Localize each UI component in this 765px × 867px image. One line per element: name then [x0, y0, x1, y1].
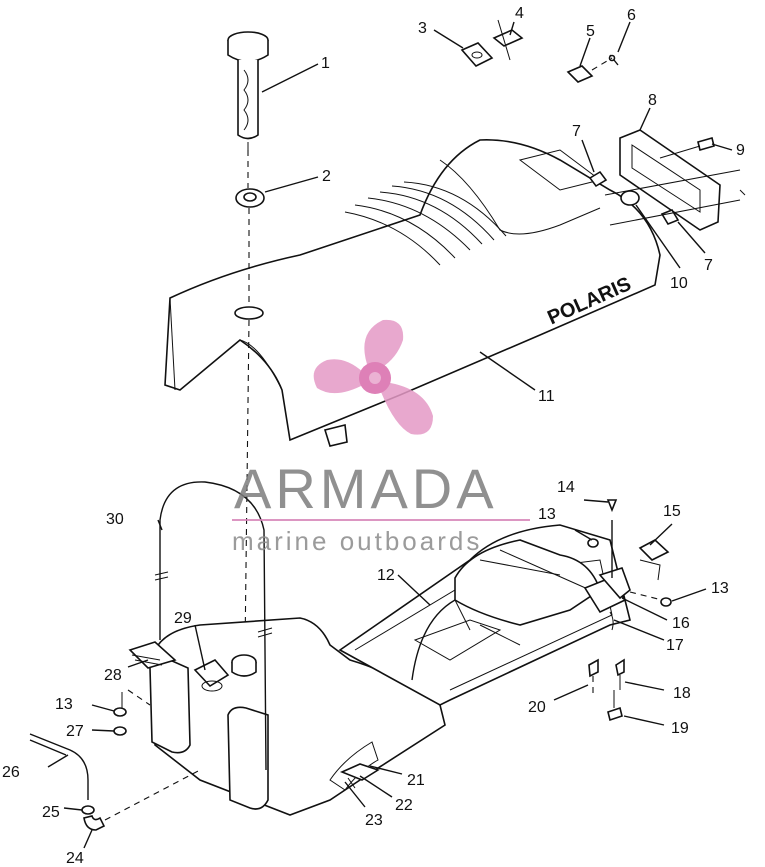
elbow-24: [83, 815, 106, 831]
screw-19: [607, 690, 623, 722]
seat-mount-tab: [323, 424, 348, 447]
spring-17: [609, 520, 614, 631]
callout: 7: [572, 123, 581, 140]
callout: 4: [515, 5, 524, 22]
clamp-29: [193, 659, 230, 692]
bolt-9: [659, 137, 746, 196]
callout: 30: [106, 511, 124, 528]
grommet: [235, 188, 265, 208]
callout: 20: [528, 699, 546, 716]
callout: 29: [174, 610, 192, 627]
fuel-tank-assembly: [149, 524, 631, 816]
callout: 28: [104, 667, 122, 684]
callout: 16: [672, 615, 690, 632]
seat-assembly: POLARIS: [164, 139, 661, 447]
callout: 18: [673, 685, 691, 702]
pin-20: [588, 658, 599, 695]
propeller-logo-icon: [313, 319, 433, 435]
callout: 13: [55, 696, 73, 713]
plate-3: [460, 42, 494, 67]
leader-lines: [47, 21, 733, 849]
washer-13-left: [113, 692, 127, 717]
callout: 3: [418, 20, 427, 37]
right-pad: [227, 706, 269, 810]
nut-27: [113, 726, 127, 736]
callout: 1: [321, 55, 330, 72]
callout: 11: [538, 388, 555, 405]
callout: 9: [736, 142, 745, 159]
callout: 26: [2, 764, 20, 781]
washer-13-top: [587, 538, 599, 548]
callout: 22: [395, 797, 413, 814]
left-pad: [149, 658, 191, 754]
callout: 27: [66, 723, 84, 740]
pin-18: [615, 658, 625, 690]
callout: 8: [648, 92, 657, 109]
front-clip: [339, 763, 380, 789]
callout: 25: [42, 804, 60, 821]
pin-7a: [588, 170, 608, 188]
vent-tube: [159, 481, 267, 771]
callout: 17: [666, 637, 684, 654]
clamp-25: [81, 805, 95, 815]
callout: 21: [407, 772, 425, 789]
watermark-title: ARMADA: [234, 457, 498, 520]
tray-liner: [454, 539, 601, 626]
bushing-10: [620, 190, 640, 206]
washer-13-right: [660, 597, 672, 607]
fuel-cap: [227, 31, 269, 150]
callout: 23: [365, 812, 383, 829]
callout-labels: 1 2 3 4 5 6 7 8 9 7 10 11 12 13 14 15 13…: [2, 5, 745, 867]
cable-12: [411, 599, 456, 681]
bracket-15: [638, 539, 670, 581]
callout: 13: [538, 506, 556, 523]
fuel-line-26: [29, 733, 89, 800]
screw-6: [608, 54, 619, 66]
latch-16: [583, 567, 631, 614]
callout: 15: [663, 503, 681, 520]
pin-7b: [660, 209, 680, 225]
callout: 7: [704, 257, 713, 274]
callout: 6: [627, 7, 636, 24]
callout: 12: [377, 567, 395, 584]
watermark-subtitle: marine outboards: [232, 526, 482, 556]
callout: 5: [586, 23, 595, 40]
callout: 19: [671, 720, 689, 737]
callout: 24: [66, 850, 84, 867]
plate-4: [492, 19, 524, 61]
callout: 10: [670, 275, 688, 292]
seat-ribs: [344, 181, 507, 266]
callout: 14: [557, 479, 575, 496]
watermark: ARMADA marine outboards: [232, 319, 530, 556]
callout: 2: [322, 168, 331, 185]
callout: 13: [711, 580, 729, 597]
plate-5: [566, 65, 594, 83]
rivet-14: [606, 499, 618, 513]
fill-hole: [234, 306, 264, 320]
